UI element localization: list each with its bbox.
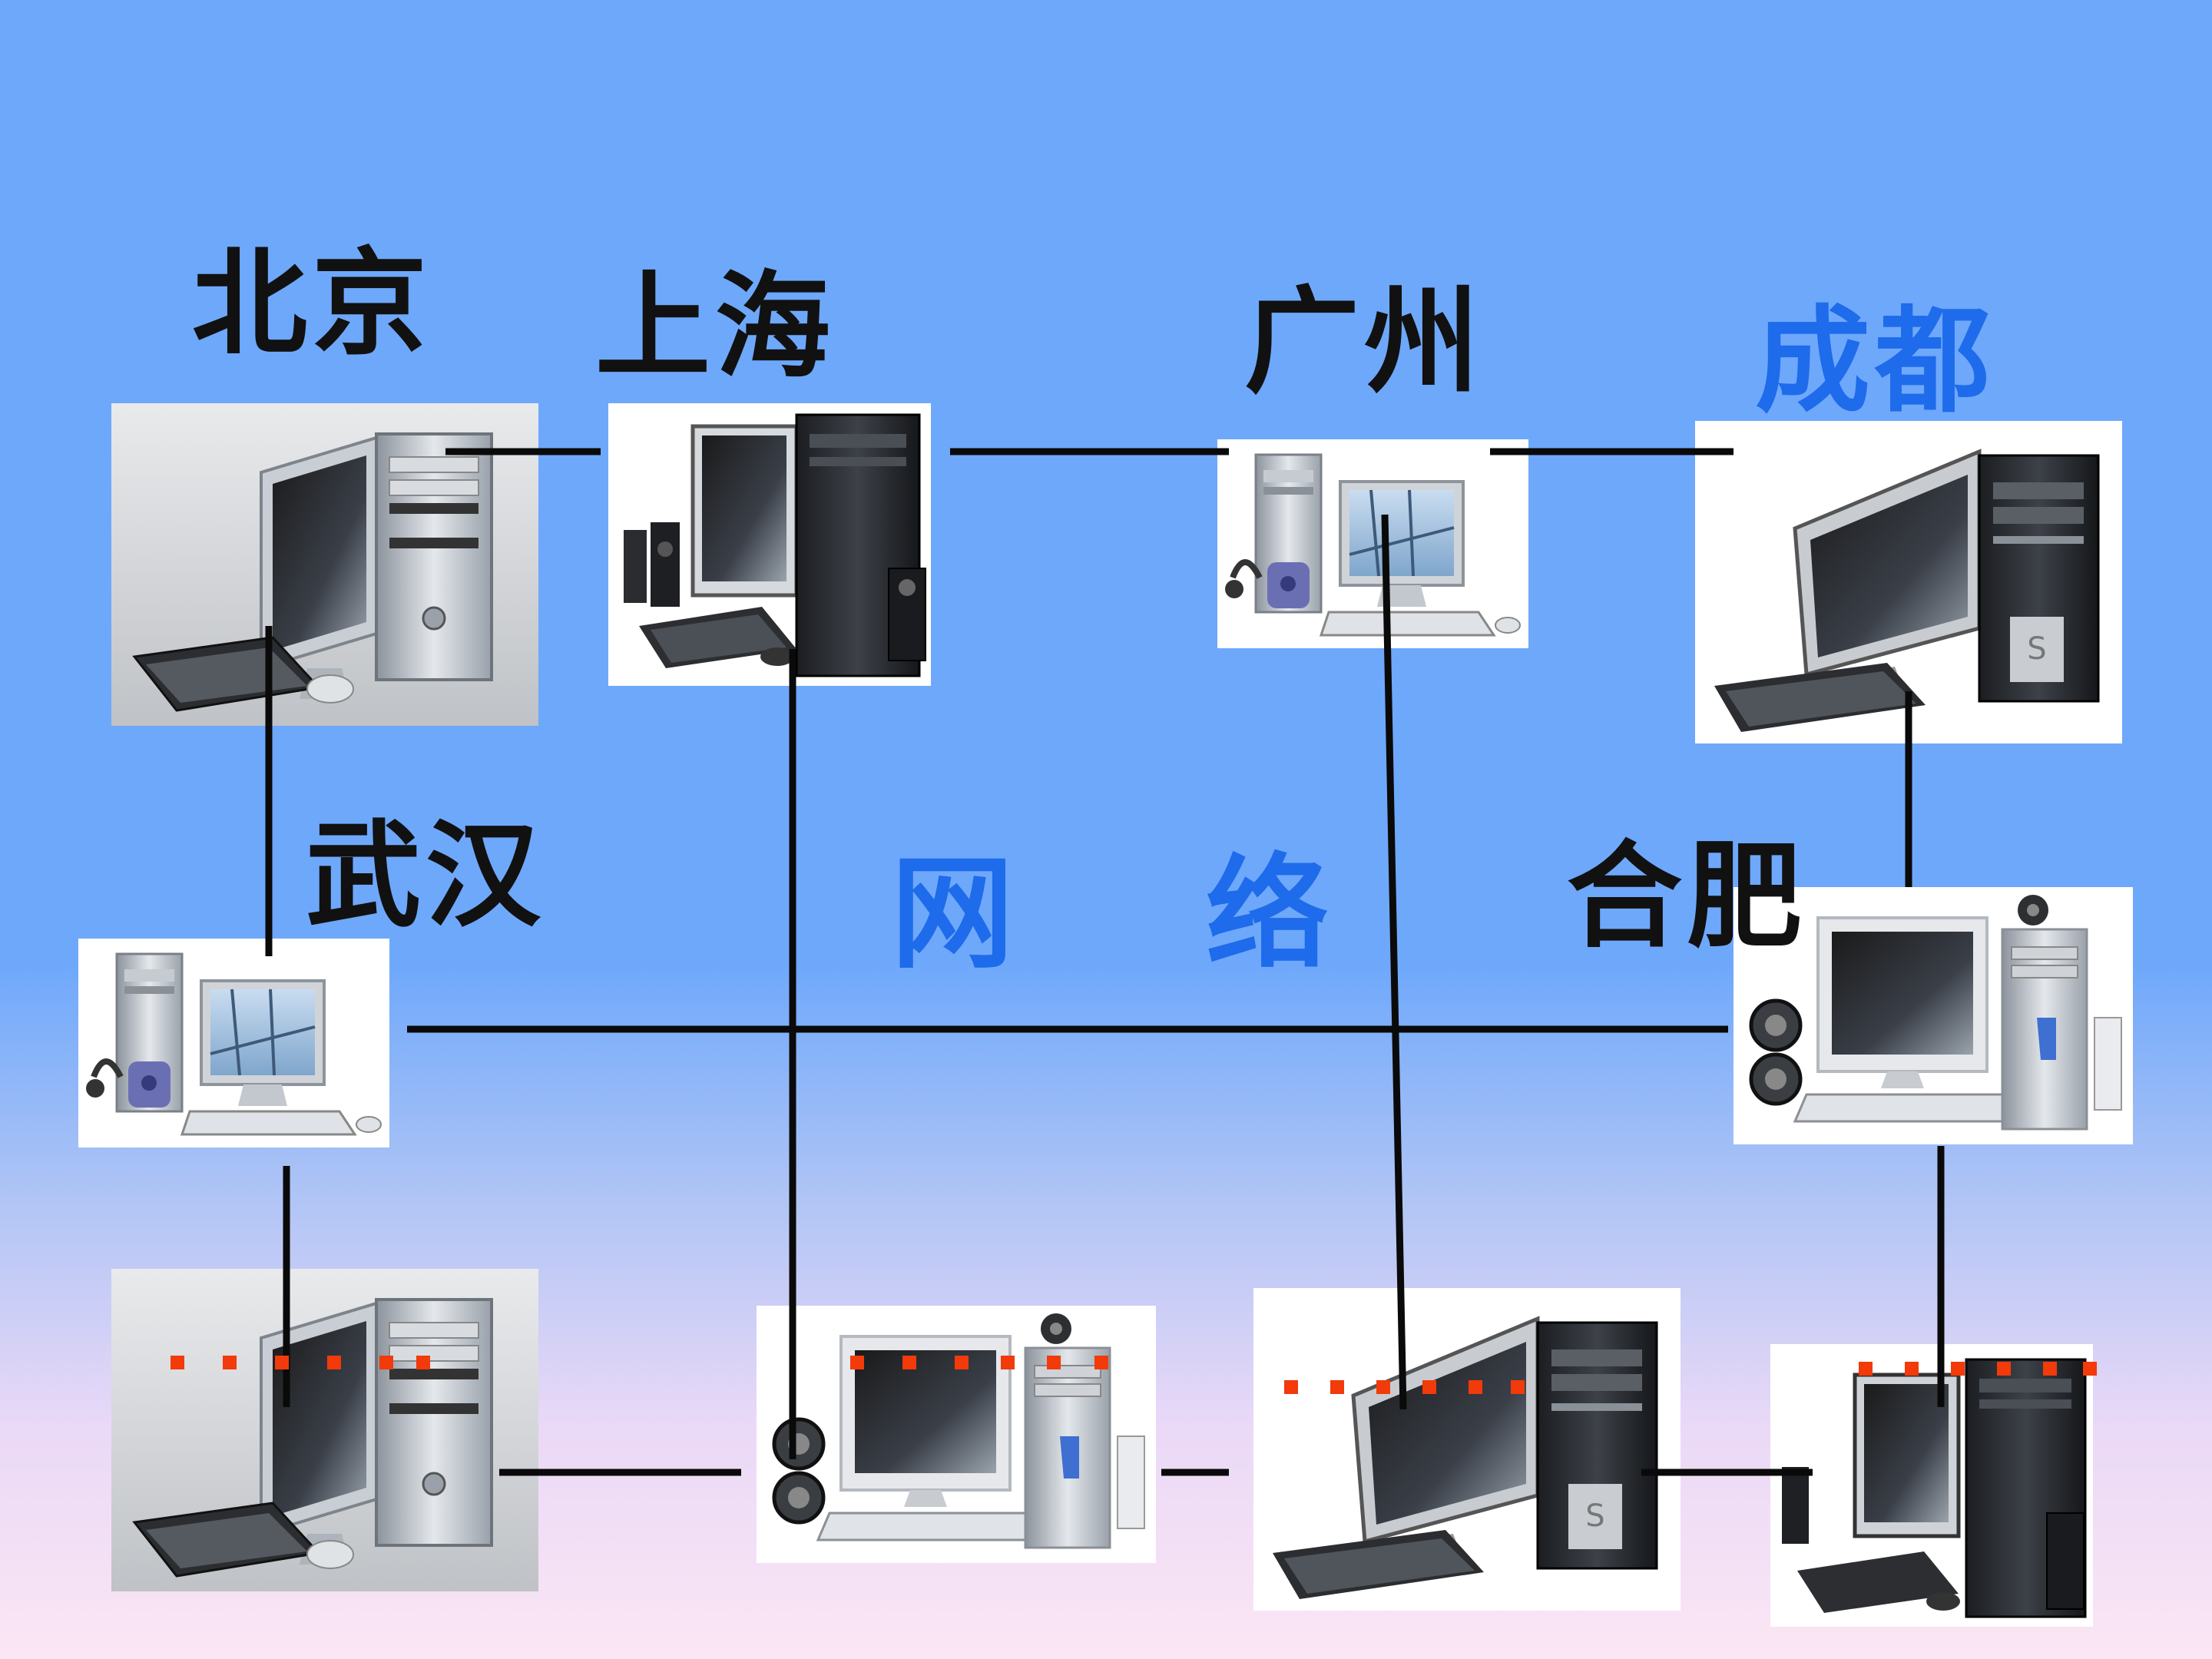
computer-bottom-4 [1770, 1344, 2093, 1627]
label-guangzhou: 广州 [1244, 274, 1485, 409]
link-guangzhou-down [1381, 514, 1407, 1410]
label-hefei: 合肥 [1567, 829, 1807, 964]
network-links [265, 448, 1945, 1476]
computer-wuhan [78, 939, 389, 1147]
computer-bottom-1 [110, 1267, 540, 1593]
computer-bottom-3 [1253, 1288, 1681, 1611]
computer-bottom-2 [757, 1306, 1156, 1563]
computer-guangzhou [1217, 439, 1528, 648]
center-word-2: 络 [1206, 842, 1330, 985]
computer-shanghai [608, 403, 931, 686]
label-wuhan: 武汉 [306, 808, 546, 943]
center-word-1: 网 [891, 842, 1015, 985]
label-beijing: 北京 [192, 236, 432, 371]
label-shanghai: 上海 [595, 259, 836, 394]
label-chengdu: 成都 [1755, 293, 1995, 429]
